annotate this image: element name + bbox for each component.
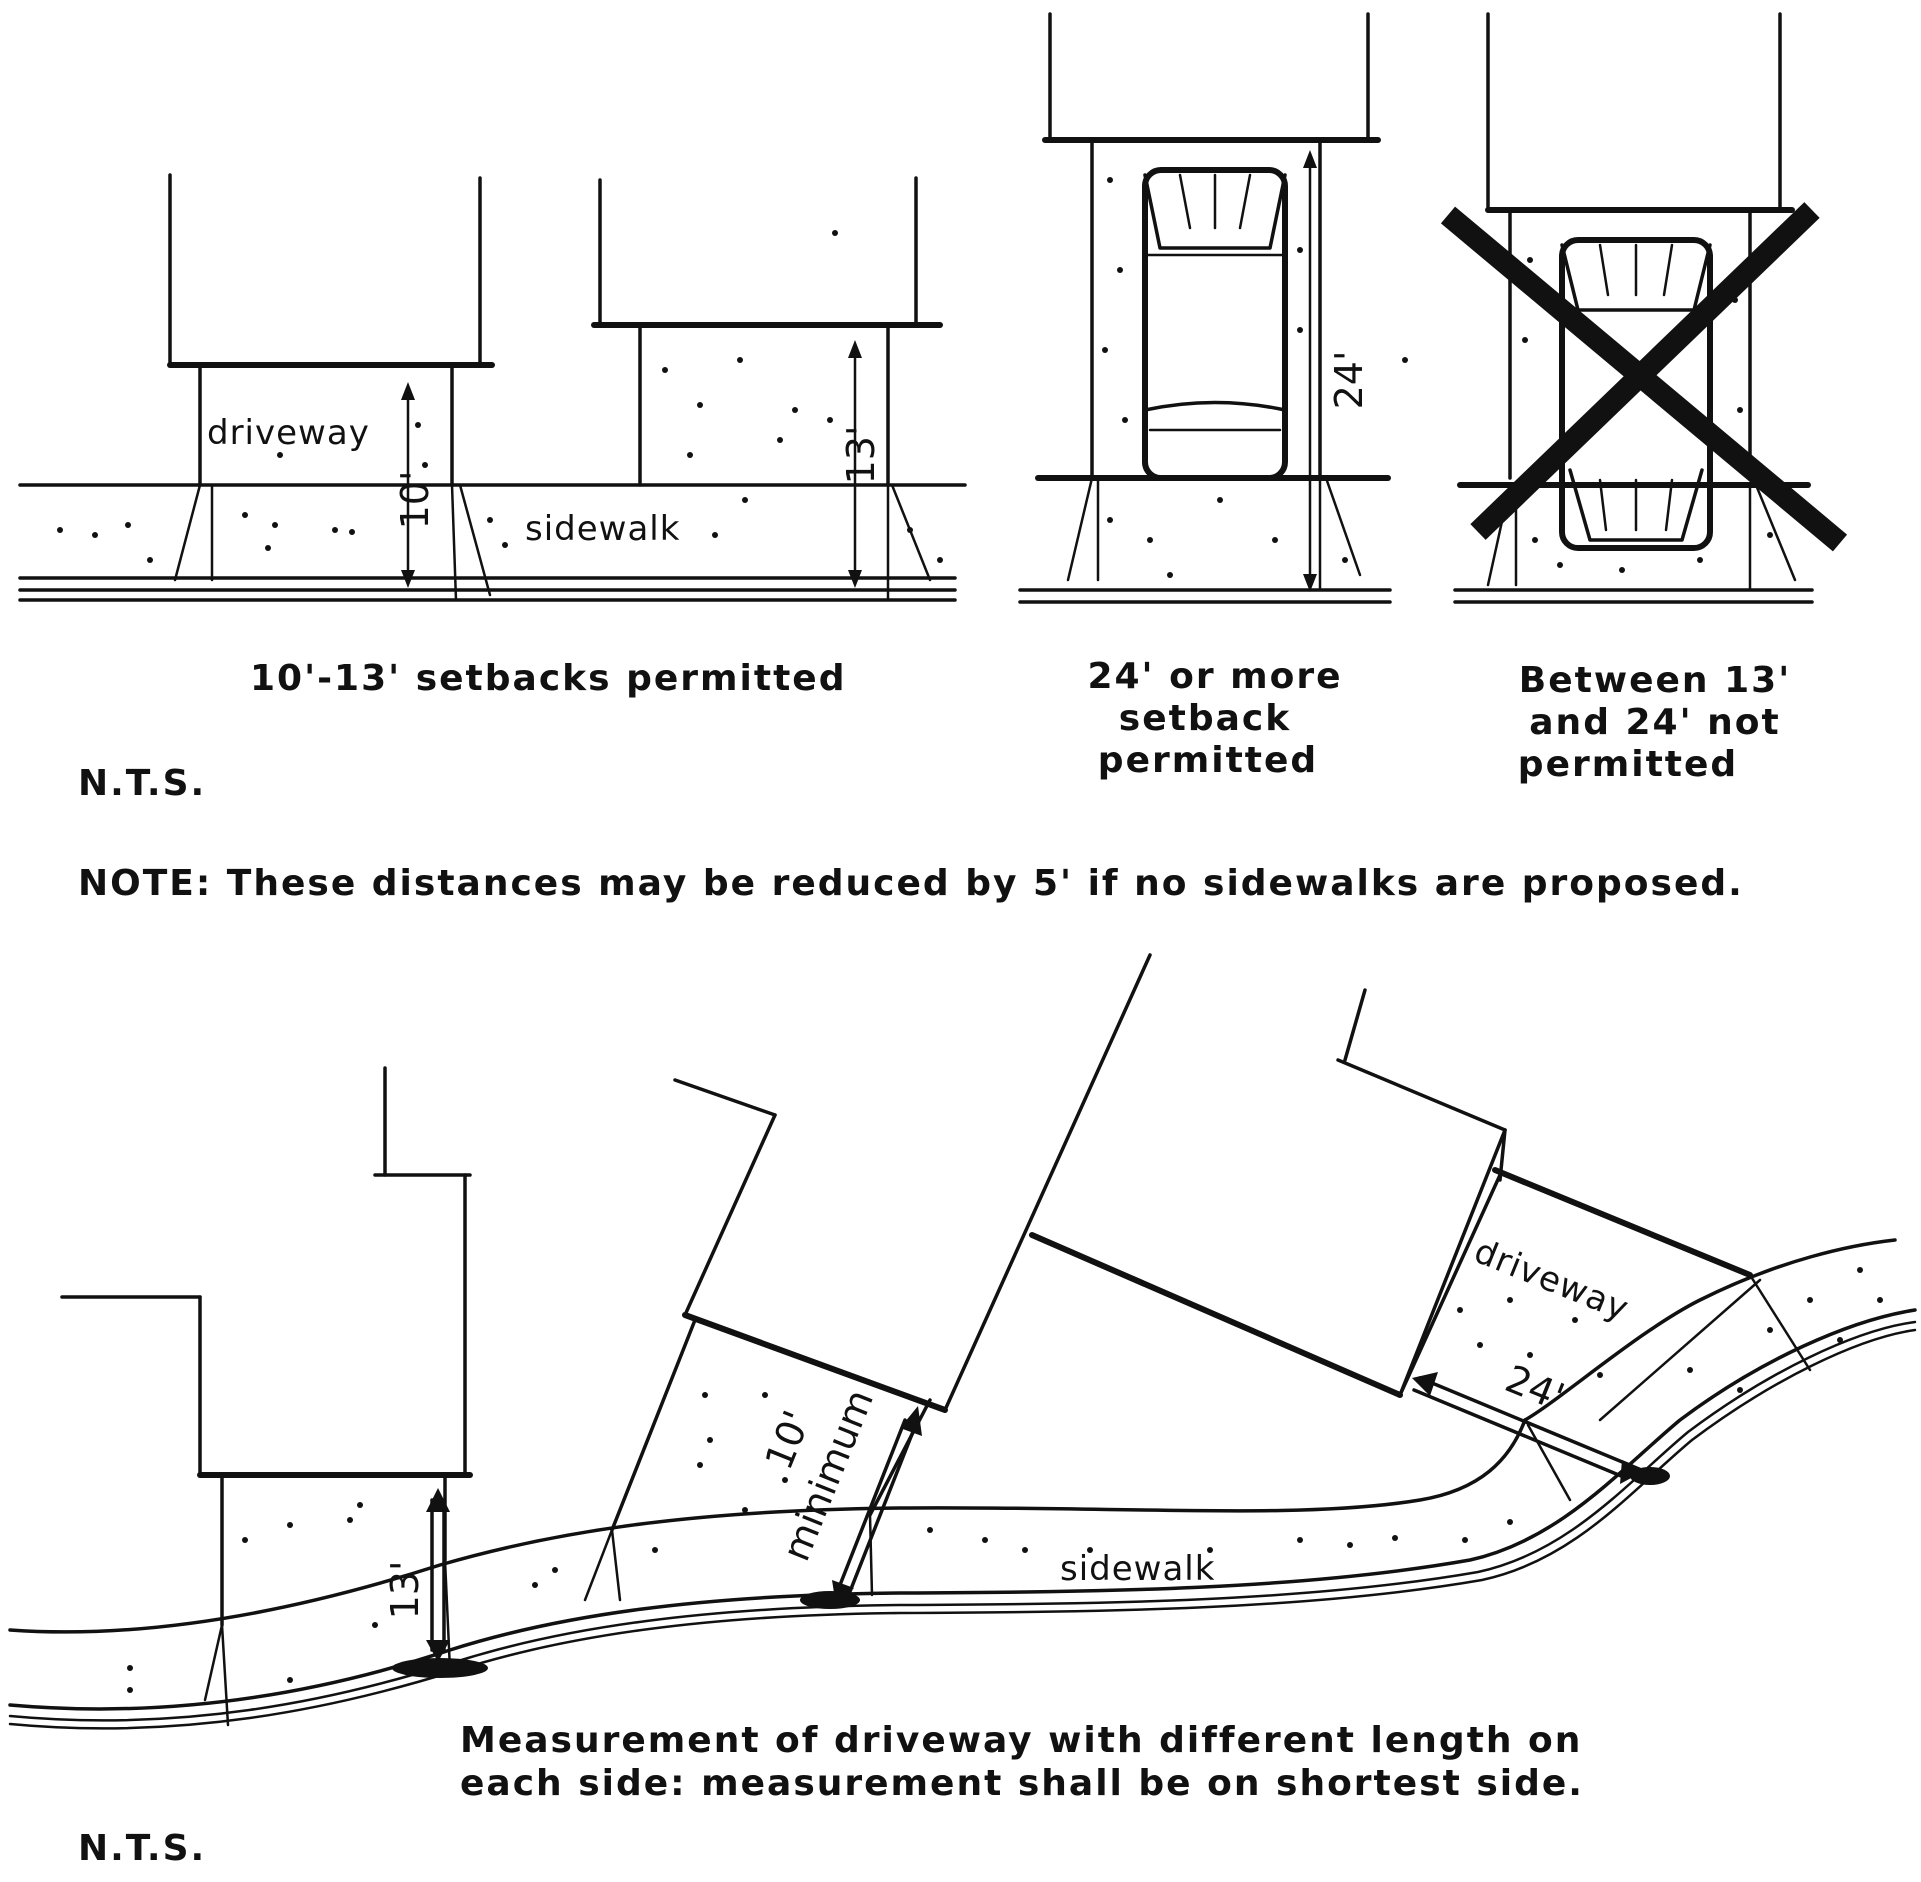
driveway-b	[583, 1318, 932, 1602]
caption-bottom-line-1: Measurement of driveway with different l…	[460, 1720, 1582, 1761]
panel-curved-street: 13' 10' minimum	[8, 953, 1917, 1730]
car-permitted	[1142, 167, 1288, 481]
sidewalk-label: sidewalk	[525, 509, 680, 549]
dimension-13ft	[848, 340, 862, 588]
nts-label-bottom: N.T.S.	[78, 1828, 206, 1869]
driveway-label: driveway	[207, 413, 370, 453]
driveway-label-bottom: driveway	[1469, 1231, 1635, 1329]
driveway-c	[1398, 1173, 1812, 1502]
stipple-24	[1102, 177, 1408, 578]
dim-label-24: 24'	[1327, 351, 1371, 410]
driveway-2	[638, 323, 932, 602]
sidewalk-label-bottom: sidewalk	[1060, 1549, 1215, 1589]
dim-label-24-bottom: 24'	[1499, 1357, 1570, 1420]
house-1	[167, 173, 495, 368]
caption-setbacks-permitted: 10'-13' setbacks permitted	[250, 658, 846, 699]
house-c	[1029, 988, 1753, 1398]
caption-24ft-line-3: permitted	[1098, 740, 1318, 781]
sidewalk-top-edge	[8, 1418, 1527, 1634]
reject-x-mark	[1440, 202, 1848, 552]
stipple-not	[1522, 257, 1773, 573]
dimension-13ft-bottom	[392, 1488, 488, 1678]
house-2	[591, 176, 943, 328]
caption-not-line-2: and 24' not	[1529, 702, 1780, 743]
caption-24ft-line-1: 24' or more	[1087, 656, 1342, 697]
dimension-10ft-bottom	[800, 1406, 922, 1609]
note-text: NOTE: These distances may be reduced by …	[78, 863, 1744, 904]
stipple-bottom	[127, 1267, 1883, 1693]
panel-setbacks-permitted: 10' 13' driveway sidewalk	[18, 173, 967, 602]
panel-not-permitted	[1440, 12, 1848, 604]
curb-line-2	[8, 1320, 1917, 1722]
caption-bottom-line-2: each side: measurement shall be on short…	[460, 1763, 1584, 1804]
dim-label-13-bottom: 13'	[383, 1561, 427, 1620]
caption-24ft-line-2: setback	[1119, 698, 1291, 739]
house-a	[60, 1066, 473, 1478]
caption-not-line-1: Between 13'	[1519, 660, 1791, 701]
caption-not-permitted: Between 13' and 24' not permitted	[1518, 660, 1791, 785]
dimension-24ft-bottom	[1412, 1372, 1670, 1485]
dim-label-10: 10'	[393, 471, 437, 530]
dim-label-13: 13'	[839, 426, 883, 485]
dimension-24ft	[1303, 150, 1317, 592]
curb-line-3	[8, 1328, 1917, 1730]
driveway-1	[173, 363, 492, 602]
panel-24ft-permitted: 24'	[1018, 12, 1408, 604]
sidewalk-band-left	[18, 483, 967, 602]
stipple-left	[57, 230, 943, 563]
car-not-permitted	[1559, 237, 1713, 551]
nts-label-top: N.T.S.	[78, 763, 206, 804]
caption-not-line-3: permitted	[1518, 744, 1738, 785]
dimension-10ft	[401, 382, 415, 588]
caption-24ft: 24' or more setback permitted	[1087, 656, 1342, 781]
house-b	[673, 953, 1152, 1413]
curb-line-1	[8, 1308, 1917, 1711]
